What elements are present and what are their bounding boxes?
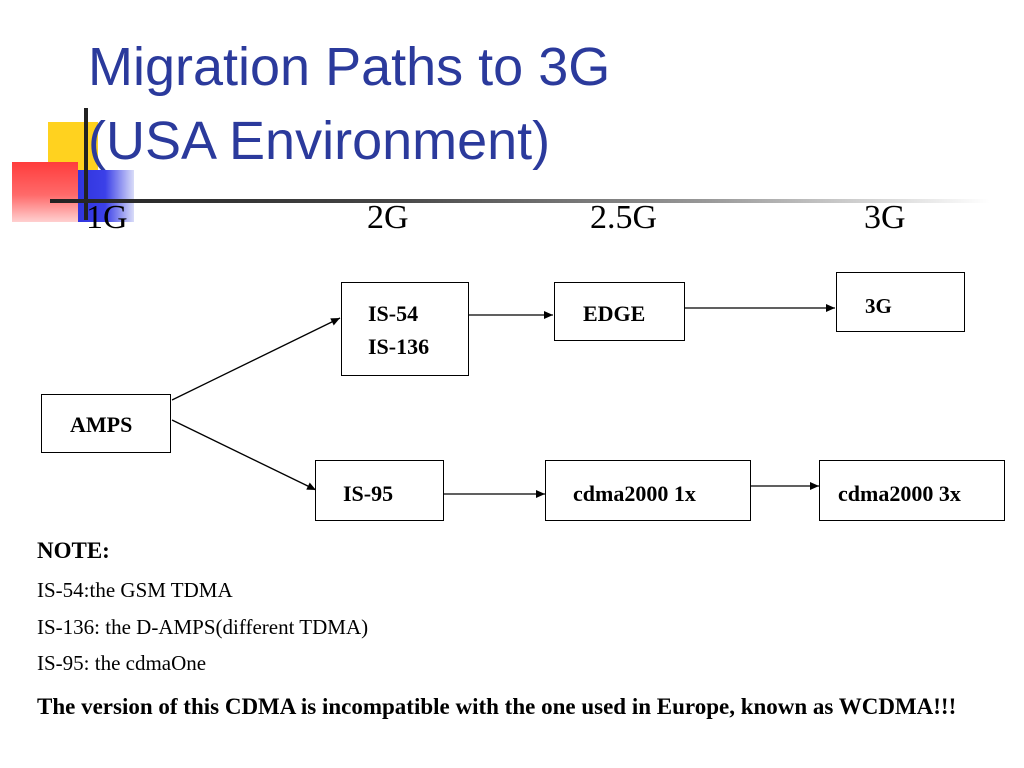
generation-label-2g: 2G (367, 199, 409, 236)
note-line-is95: IS-95: the cdmaOne (37, 651, 207, 675)
note-emphasis: The version of this CDMA is incompatible… (37, 694, 957, 719)
node-cdma1x-label: cdma2000 1x (573, 481, 696, 506)
node-edge-label: EDGE (583, 301, 646, 326)
title-underline-rule (50, 199, 990, 203)
node-3g-label: 3G (865, 294, 892, 318)
slide-title-line-1: Migration Paths to 3G (88, 37, 611, 97)
note-heading: NOTE: (37, 538, 110, 563)
node-amps-label: AMPS (70, 412, 133, 437)
slide-title: Migration Paths to 3G (USA Environment) (88, 30, 610, 178)
node-is95-label: IS-95 (343, 481, 394, 506)
note-line-is54: IS-54:the GSM TDMA (37, 578, 233, 602)
node-cdma3x-label: cdma2000 3x (838, 481, 961, 506)
node-cdma2000-3x: cdma2000 3x (819, 460, 1005, 521)
generation-label-3g: 3G (864, 199, 906, 236)
node-cdma2000-1x: cdma2000 1x (545, 460, 751, 521)
decor-vertical-rule (84, 108, 88, 220)
generation-label-2-5g: 2.5G (590, 199, 658, 236)
node-3g: 3G (836, 272, 965, 332)
slide-title-line-2: (USA Environment) (88, 111, 551, 171)
generation-label-1g: 1G (86, 199, 128, 236)
node-edge: EDGE (554, 282, 685, 341)
node-amps: AMPS (41, 394, 171, 453)
node-is95: IS-95 (315, 460, 444, 521)
note-line-is136: IS-136: the D-AMPS(different TDMA) (37, 615, 369, 639)
node-is136-label: IS-136 (368, 334, 430, 359)
node-is54-is136: IS-54 IS-136 (341, 282, 469, 376)
decor-red-square (12, 162, 78, 222)
arrow-amps-to-is95 (171, 419, 317, 491)
node-is54-label: IS-54 (368, 301, 419, 326)
arrow-amps-to-is54 (171, 317, 341, 401)
